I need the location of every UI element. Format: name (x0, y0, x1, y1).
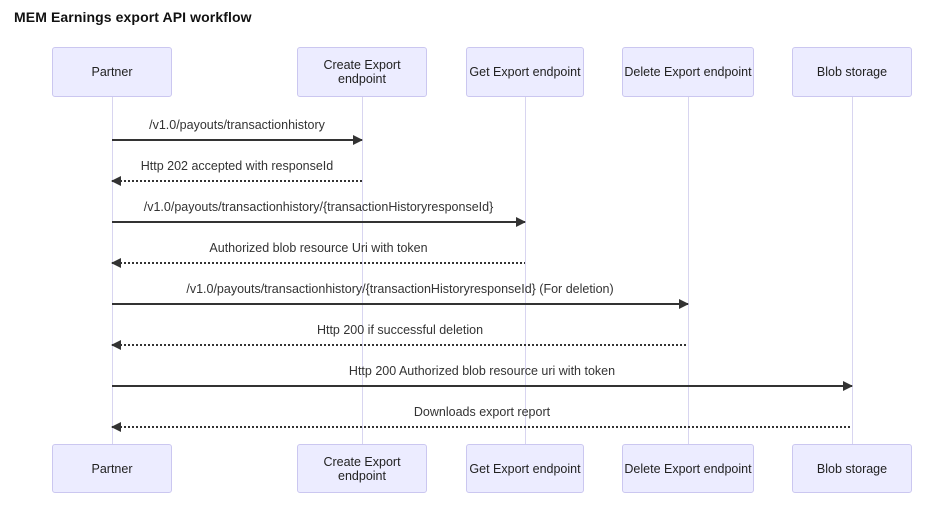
message-blob-response: Downloads export report (111, 404, 852, 432)
actor-label: Get Export endpoint (469, 65, 581, 79)
actor-box-blob-storage-bottom: Blob storage (792, 444, 912, 493)
actor-box-delete-export-top: Delete Export endpoint (622, 47, 754, 97)
message-get-request: /v1.0/payouts/transactionhistory/{transa… (112, 199, 526, 227)
lifeline-create-export-endpoint (361, 97, 363, 444)
arrowhead-right-icon (843, 381, 853, 391)
actor-label: Get Export endpoint (469, 461, 581, 476)
actor-label: Blob storage (816, 65, 888, 79)
message-get-response: Authorized blob resource Uri with token (111, 240, 525, 268)
arrow-right-solid (112, 381, 853, 391)
actor-label: Delete Export endpoint (624, 461, 752, 476)
message-label: /v1.0/payouts/transactionhistory (149, 118, 325, 132)
actor-label: Delete Export endpoint (624, 65, 752, 79)
message-create-response: Http 202 accepted with responseId (111, 158, 362, 186)
message-label: Http 200 if successful deletion (316, 323, 484, 337)
actor-box-get-export-bottom: Get Export endpoint (466, 444, 584, 493)
arrowhead-left-icon (111, 422, 121, 432)
message-label: Authorized blob resource Uri with token (209, 241, 428, 255)
arrowhead-right-icon (516, 217, 526, 227)
actor-box-partner-bottom: Partner (52, 444, 172, 493)
arrowhead-right-icon (353, 135, 363, 145)
message-label: /v1.0/payouts/transactionhistory/{transa… (143, 200, 494, 214)
message-delete-response: Http 200 if successful deletion (111, 322, 688, 350)
arrow-right-solid (112, 135, 363, 145)
message-label: Downloads export report (413, 405, 551, 419)
actor-label: Partner (91, 65, 133, 79)
arrow-right-solid (112, 217, 526, 227)
actor-box-get-export-top: Get Export endpoint (466, 47, 584, 97)
arrowhead-left-icon (111, 176, 121, 186)
message-create-request: /v1.0/payouts/transactionhistory (112, 117, 363, 145)
actor-label: Create Export endpoint (323, 58, 401, 86)
message-label: Http 200 Authorized blob resource uri wi… (348, 364, 616, 378)
arrow-left-dotted (111, 258, 525, 268)
actor-box-create-export-bottom: Create Export endpoint (297, 444, 427, 493)
lifeline-get-export-endpoint (524, 97, 526, 444)
actor-label: Blob storage (816, 461, 888, 476)
message-label: Http 202 accepted with responseId (140, 159, 334, 173)
actor-box-create-export-top: Create Export endpoint (297, 47, 427, 97)
lifeline-delete-export-endpoint (687, 97, 689, 444)
actor-box-partner-top: Partner (52, 47, 172, 97)
message-delete-request: /v1.0/payouts/transactionhistory/{transa… (112, 281, 689, 309)
actor-label: Partner (91, 461, 133, 476)
arrowhead-right-icon (679, 299, 689, 309)
actor-box-blob-storage-top: Blob storage (792, 47, 912, 97)
lifeline-partner (111, 97, 113, 444)
arrowhead-left-icon (111, 258, 121, 268)
arrow-left-dotted (111, 176, 362, 186)
actor-box-delete-export-bottom: Delete Export endpoint (622, 444, 754, 493)
diagram-title: MEM Earnings export API workflow (14, 9, 252, 25)
lifeline-blob-storage (851, 97, 853, 444)
message-label: /v1.0/payouts/transactionhistory/{transa… (186, 282, 614, 296)
message-blob-request: Http 200 Authorized blob resource uri wi… (112, 363, 853, 391)
arrow-left-dotted (111, 340, 688, 350)
arrow-left-dotted (111, 422, 852, 432)
arrowhead-left-icon (111, 340, 121, 350)
actor-label: Create Export endpoint (323, 454, 401, 483)
arrow-right-solid (112, 299, 689, 309)
